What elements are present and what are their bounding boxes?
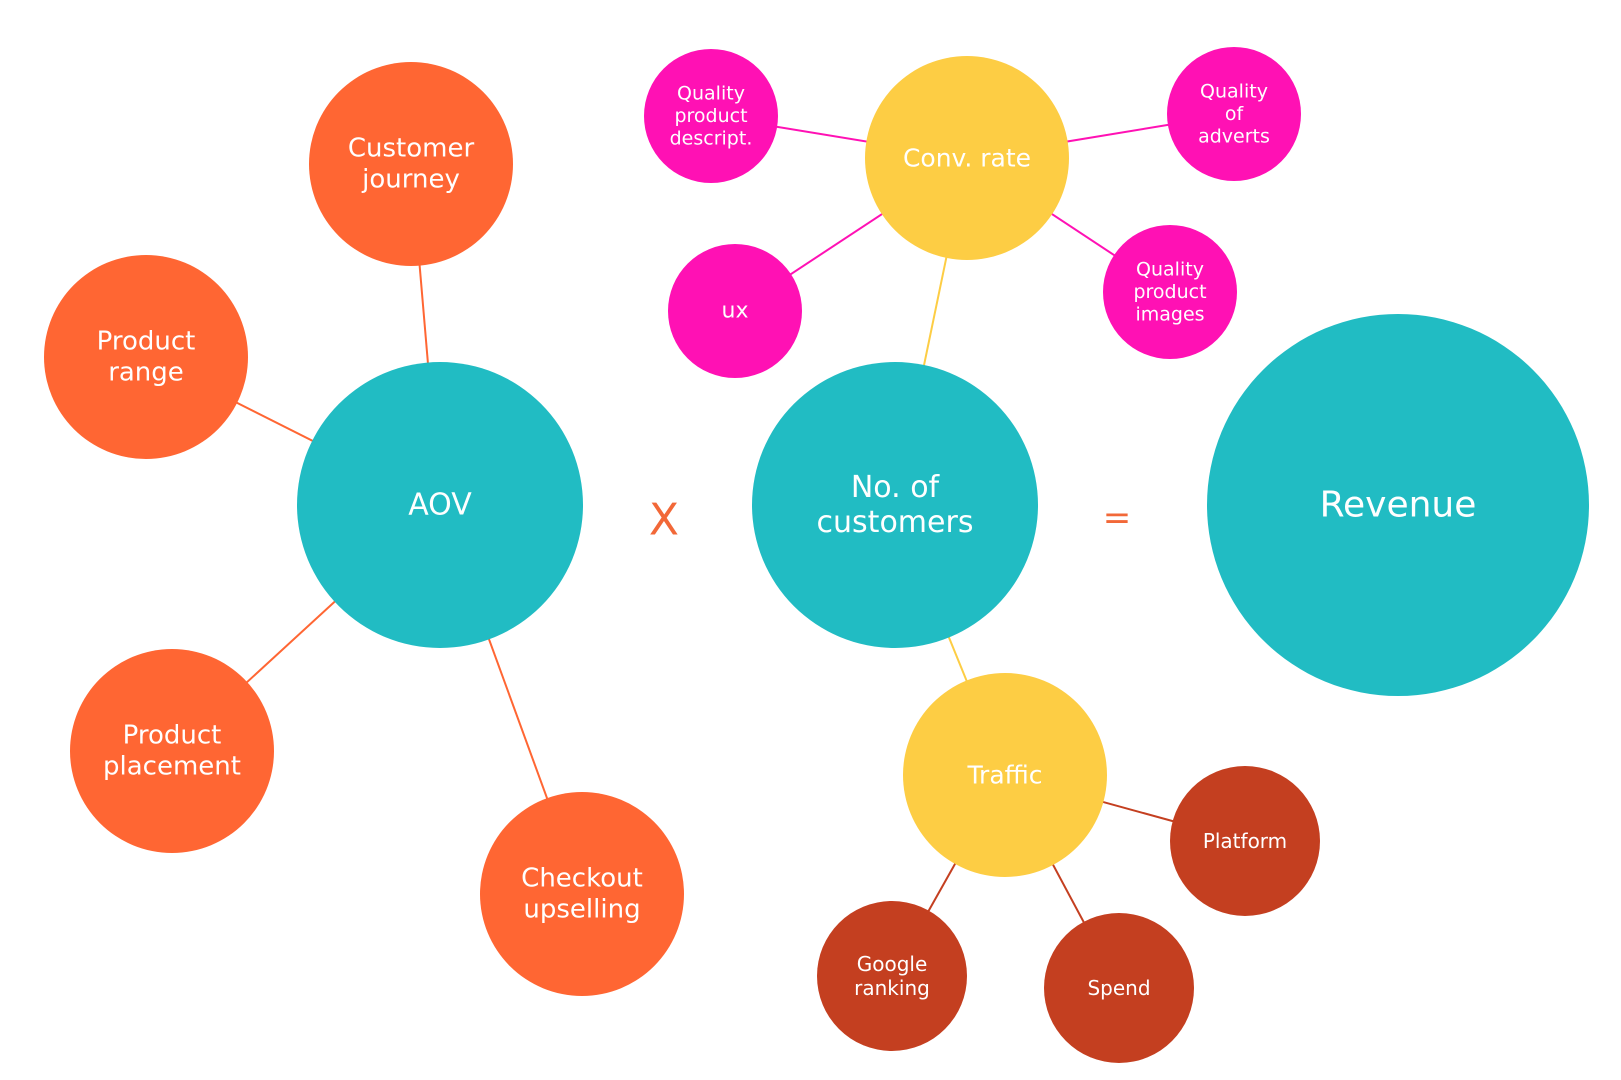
- product-range-node-label: range: [108, 357, 184, 387]
- equals-operator: =: [1103, 498, 1132, 538]
- conv-rate-node-circle: [865, 56, 1069, 260]
- spend-node-circle: [1044, 913, 1194, 1063]
- product-placement-node-circle: [70, 649, 274, 853]
- ux-node-circle: [668, 244, 802, 378]
- google-ranking-node-circle: [817, 901, 967, 1051]
- revenue-node: Revenue: [1207, 314, 1589, 696]
- quality-of-adverts-node-label: adverts: [1198, 125, 1270, 147]
- aov-node-label: AOV: [408, 488, 472, 523]
- customers-node-label: No. of: [851, 470, 941, 505]
- product-placement-node-label: placement: [103, 751, 241, 781]
- product-range-node-label: Product: [97, 327, 196, 357]
- quality-product-images-node-label: images: [1135, 303, 1204, 325]
- ux-node-label: ux: [722, 299, 749, 324]
- revenue-node-circle: [1207, 314, 1589, 696]
- platform-node-label: Platform: [1203, 829, 1287, 853]
- quality-of-adverts-node-circle: [1167, 47, 1301, 181]
- traffic-node: Traffic: [903, 673, 1107, 877]
- quality-product-images-node-label: product: [1133, 281, 1206, 303]
- product-range-node-circle: [44, 255, 248, 459]
- conv-rate-node-label: Conv. rate: [903, 144, 1031, 173]
- multiply-operator: X: [649, 495, 679, 546]
- product-placement-node-label: Product: [123, 721, 222, 751]
- checkout-upselling-node-circle: [480, 792, 684, 996]
- quality-of-adverts-node-label: Quality: [1200, 81, 1268, 103]
- traffic-node-label: Traffic: [966, 761, 1042, 790]
- google-ranking-node-label: Google: [857, 952, 928, 976]
- customer-journey-node-circle: [309, 62, 513, 266]
- platform-node: Platform: [1170, 766, 1320, 916]
- customer-journey-node-label: Customer: [348, 134, 475, 164]
- platform-node-circle: [1170, 766, 1320, 916]
- aov-node: AOV: [297, 362, 583, 648]
- quality-product-descript-node-label: descript.: [670, 127, 753, 149]
- conv-rate-node: Conv. rate: [865, 56, 1069, 260]
- checkout-upselling-node-label: upselling: [523, 894, 640, 924]
- spend-node-label: Spend: [1087, 976, 1150, 1000]
- customers-node-label: customers: [817, 505, 974, 540]
- customers-node-circle: [752, 362, 1038, 648]
- quality-of-adverts-node-label: of: [1225, 103, 1245, 125]
- checkout-upselling-node-label: Checkout: [521, 864, 643, 894]
- quality-product-images-node-label: Quality: [1136, 259, 1204, 281]
- customer-journey-node-label: journey: [361, 164, 460, 194]
- quality-product-descript-node-circle: [644, 49, 778, 183]
- quality-product-descript-node-label: product: [674, 105, 747, 127]
- quality-product-descript-node-label: Quality: [677, 83, 745, 105]
- quality-product-images-node-circle: [1103, 225, 1237, 359]
- traffic-node-circle: [903, 673, 1107, 877]
- ux-node: ux: [668, 244, 802, 378]
- aov-node-circle: [297, 362, 583, 648]
- spend-node: Spend: [1044, 913, 1194, 1063]
- google-ranking-node-label: ranking: [854, 976, 930, 1000]
- revenue-node-label: Revenue: [1320, 485, 1477, 526]
